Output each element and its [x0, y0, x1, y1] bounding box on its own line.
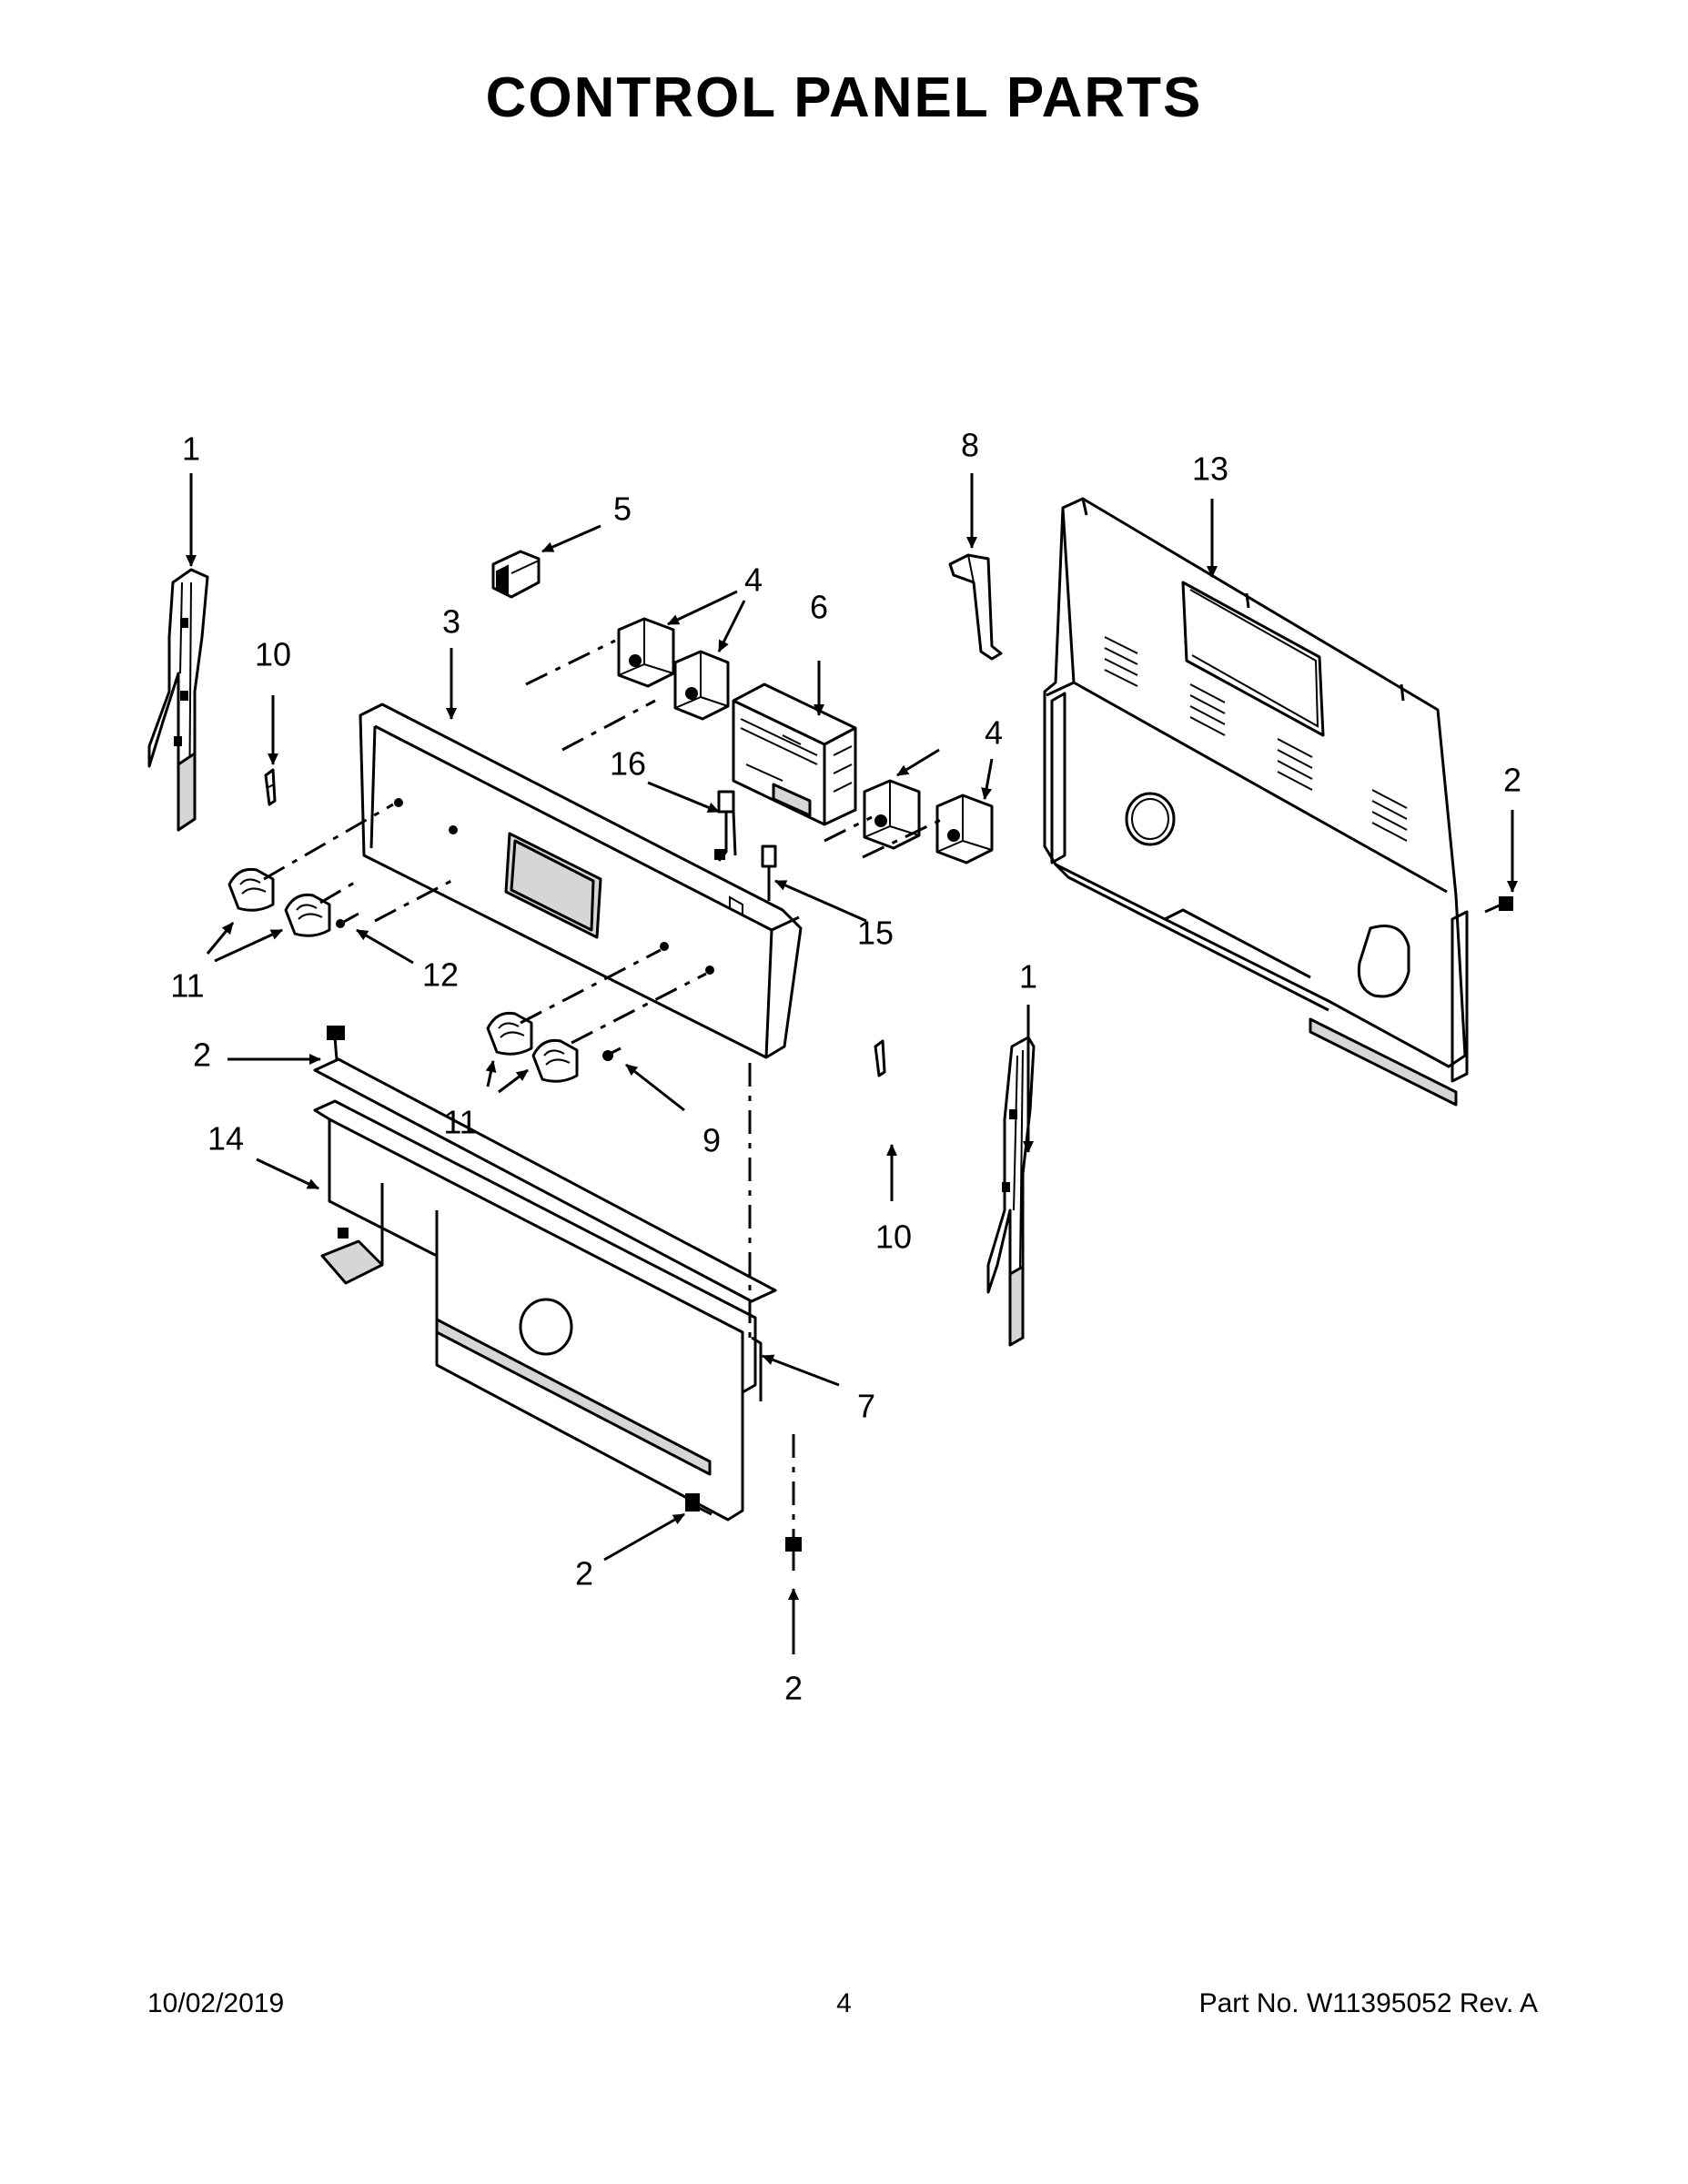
callout-6: 6: [810, 589, 828, 626]
footer-page-number: 4: [836, 1988, 852, 2018]
callout-7: 7: [857, 1388, 875, 1425]
footer-part-number: Part No. W11395052 Rev. A: [1198, 1988, 1538, 2018]
assembly-lines: [263, 639, 944, 1538]
part-side-trim-left: [147, 568, 209, 832]
callout-arrows: [186, 473, 1518, 1654]
part-wire-harness: [714, 790, 737, 862]
callout-10-left: 10: [255, 636, 291, 673]
callout-4-upper: 4: [744, 561, 763, 599]
callout-2-bottom: 2: [784, 1670, 803, 1707]
callout-5: 5: [613, 490, 632, 528]
part-infinite-switch-lower: [863, 779, 994, 864]
callout-16: 16: [610, 745, 646, 783]
part-manifold-panel: [313, 1057, 777, 1522]
callout-14: 14: [207, 1120, 244, 1158]
callout-2-left: 2: [193, 1036, 211, 1074]
part-infinite-switch-upper: [617, 617, 730, 721]
callout-1-left: 1: [182, 430, 200, 468]
callout-11-left: 11: [170, 967, 204, 1005]
callout-15: 15: [857, 915, 894, 952]
part-rear-panel: [1043, 497, 1469, 1107]
part-clip-right: [874, 1039, 886, 1077]
callout-11-right: 11: [443, 1104, 477, 1141]
callout-1-right: 1: [1019, 958, 1037, 996]
part-screws-bottom: [327, 1026, 802, 1571]
callout-2-right: 2: [1503, 762, 1521, 799]
part-screws-small: [336, 912, 622, 1061]
callout-12: 12: [422, 956, 459, 994]
callout-10-right: 10: [875, 1218, 912, 1256]
part-screw-right: [1484, 896, 1513, 914]
part-electronic-control: [732, 682, 857, 826]
part-knob-set: [227, 867, 579, 1083]
callout-9: 9: [702, 1122, 721, 1159]
callout-2-bottom-left: 2: [575, 1555, 593, 1592]
callout-3: 3: [442, 603, 460, 641]
part-holder: [761, 844, 777, 901]
part-clip-left: [264, 768, 277, 806]
callout-8: 8: [961, 427, 979, 464]
callout-4-lower: 4: [985, 714, 1003, 752]
part-switch: [491, 550, 541, 599]
page-title: CONTROL PANEL PARTS: [485, 66, 1203, 129]
callout-13: 13: [1192, 450, 1228, 488]
part-side-trim-right: [986, 1036, 1036, 1347]
callout-labels: 1 5 4 6 3 10 16 4 8 13 2 15 11 12 1 2 11…: [170, 427, 1521, 1707]
part-console-panel: [359, 703, 803, 1059]
footer-date: 10/02/2019: [147, 1988, 285, 2018]
part-bracket: [948, 553, 1003, 661]
